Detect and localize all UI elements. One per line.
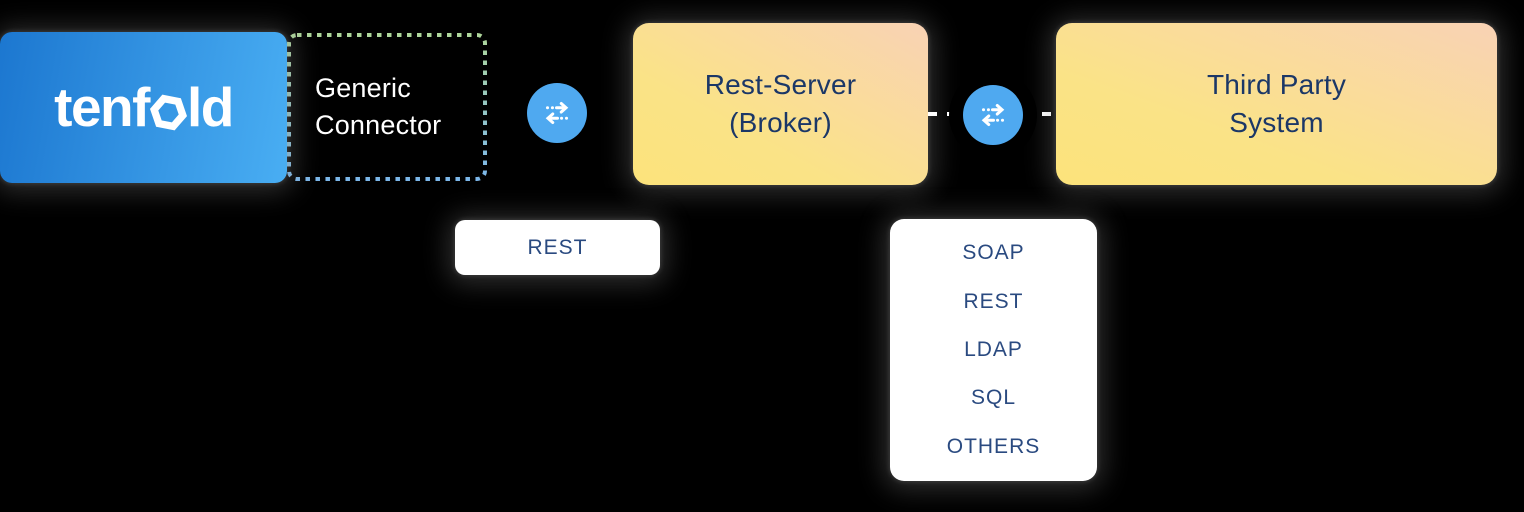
rest-protocol-label: REST [527,235,588,259]
sync-arrows-icon [527,83,587,143]
tenfold-logo-text-pre: tenf [54,76,150,138]
protocol-list: SOAP REST LDAP SQL OTHERS [890,219,1097,481]
tenfold-logo-text-post: ld [186,76,234,138]
protocol-item: SQL [970,386,1017,410]
generic-connector-label: Generic Connector [287,33,487,181]
rest-server-line1: Rest-Server [704,69,857,100]
protocol-item: LDAP [964,337,1023,361]
tenfold-logo: tenf ld [54,76,234,138]
sync-arrows-glyph [545,101,569,125]
rest-server-node: Rest-Server (Broker) [633,23,928,185]
third-party-node: Third Party System [1056,23,1497,185]
generic-connector-line1: Generic [315,73,411,103]
sync-arrows-icon [963,85,1023,145]
sync-arrows-glyph [981,103,1005,127]
hexagon-nut-icon [149,94,187,131]
generic-connector-node: Generic Connector [287,33,487,181]
protocol-item: OTHERS [946,434,1041,458]
rest-server-line2: (Broker) [729,107,832,138]
protocol-item: REST [963,289,1024,313]
third-party-line2: System [1229,107,1324,138]
protocol-item: SOAP [962,241,1025,265]
generic-connector-line2: Connector [315,110,442,140]
tenfold-node: tenf ld [0,32,287,183]
rest-protocol-badge: REST [455,220,660,275]
dotted-border [287,33,487,181]
third-party-line1: Third Party [1206,69,1347,100]
